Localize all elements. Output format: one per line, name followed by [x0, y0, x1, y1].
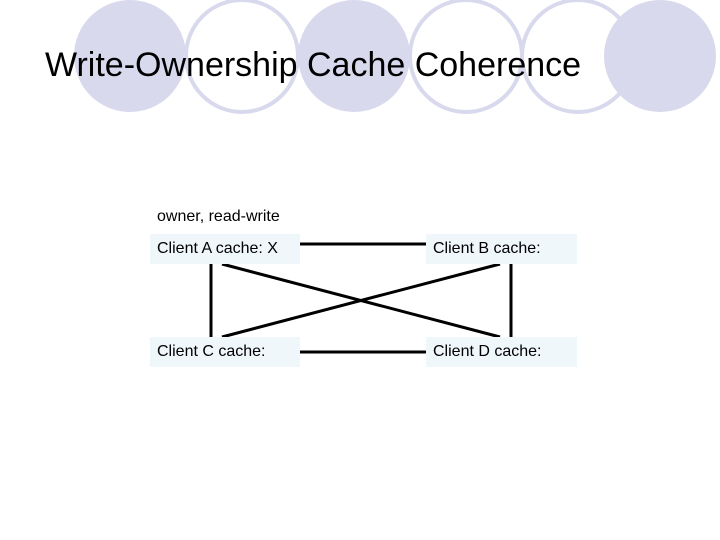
- client-a-label: Client A cache: X: [157, 240, 278, 257]
- decor-circle-6: [604, 0, 716, 112]
- decorative-circles: [74, 0, 716, 114]
- client-c-box: Client C cache:: [150, 337, 300, 367]
- client-d-label: Client D cache:: [433, 343, 542, 360]
- decor-circle-1: [74, 0, 186, 112]
- decor-circle-3: [298, 0, 410, 112]
- link-b-c: [221, 262, 501, 339]
- client-a-box: Client A cache: X: [150, 234, 300, 264]
- client-d-box: Client D cache:: [426, 337, 577, 367]
- slide-title: Write-Ownership Cache Coherence: [45, 46, 582, 84]
- client-b-box: Client B cache:: [426, 234, 577, 264]
- client-c-label: Client C cache:: [157, 343, 266, 360]
- owner-note: owner, read-write: [157, 208, 280, 225]
- client-b-label: Client B cache:: [433, 240, 541, 257]
